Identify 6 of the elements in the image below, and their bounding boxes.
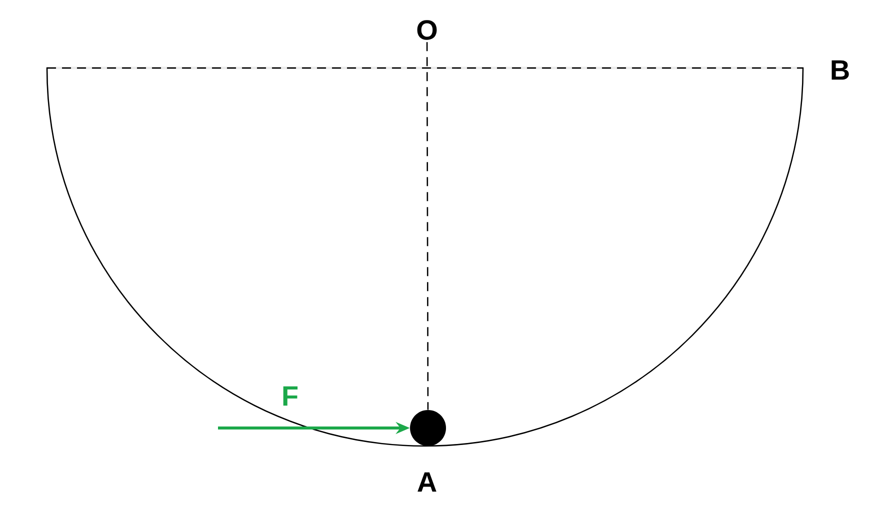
dashed-line [426, 42, 429, 410]
point-label: O [417, 20, 437, 40]
point-label: A [418, 472, 436, 492]
edge-label: F [283, 386, 298, 406]
point-label: B [832, 60, 849, 80]
ball [410, 410, 446, 446]
